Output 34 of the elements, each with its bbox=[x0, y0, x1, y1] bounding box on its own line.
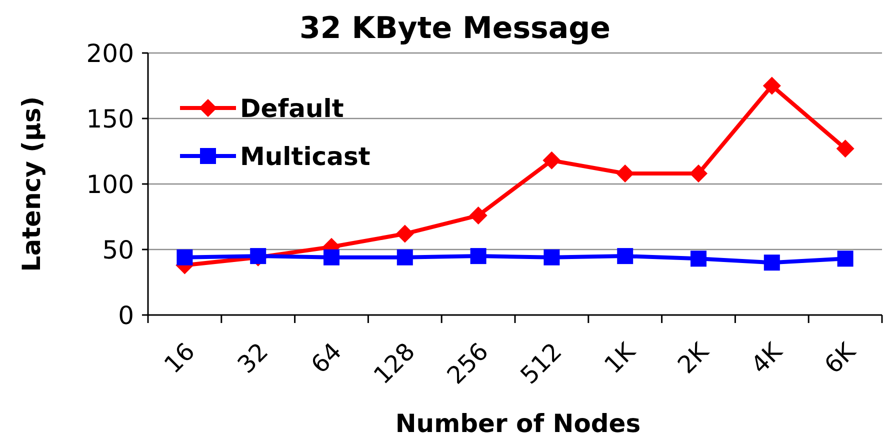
x-tick-label: 1K bbox=[598, 337, 641, 380]
x-tick-label: 16 bbox=[158, 337, 200, 379]
point bbox=[176, 249, 193, 266]
point bbox=[396, 224, 414, 243]
point bbox=[469, 206, 488, 224]
legend-label: Multicast bbox=[240, 142, 370, 171]
x-tick-label: 2K bbox=[672, 337, 714, 380]
y-tick-label: 50 bbox=[102, 236, 134, 264]
point bbox=[470, 248, 486, 264]
point bbox=[837, 250, 854, 267]
point bbox=[762, 76, 781, 95]
x-axis-title: Number of Nodes bbox=[395, 409, 641, 438]
y-tick-label: 200 bbox=[86, 39, 134, 68]
point bbox=[544, 249, 560, 266]
point bbox=[542, 151, 561, 170]
point bbox=[690, 250, 706, 267]
y-axis-title: Latency (µs) bbox=[17, 96, 46, 272]
x-tick-label: 64 bbox=[306, 337, 348, 379]
point bbox=[836, 140, 854, 158]
y-tick-label: 0 bbox=[118, 301, 134, 330]
x-tick-label: 32 bbox=[232, 337, 274, 379]
point bbox=[396, 249, 413, 266]
legend-label: Default bbox=[240, 94, 344, 123]
point bbox=[690, 164, 708, 183]
chart-title: 32 KByte Message bbox=[300, 11, 610, 46]
y-tick-label: 100 bbox=[86, 170, 134, 199]
y-tick-label: 150 bbox=[86, 104, 134, 134]
point bbox=[617, 248, 634, 264]
point bbox=[324, 249, 340, 266]
x-tick-label: 4K bbox=[746, 337, 788, 380]
point bbox=[764, 254, 780, 271]
x-tick-label: 128 bbox=[368, 337, 420, 390]
x-tick-label: 512 bbox=[515, 337, 568, 390]
x-tick-label: 6K bbox=[819, 337, 861, 380]
